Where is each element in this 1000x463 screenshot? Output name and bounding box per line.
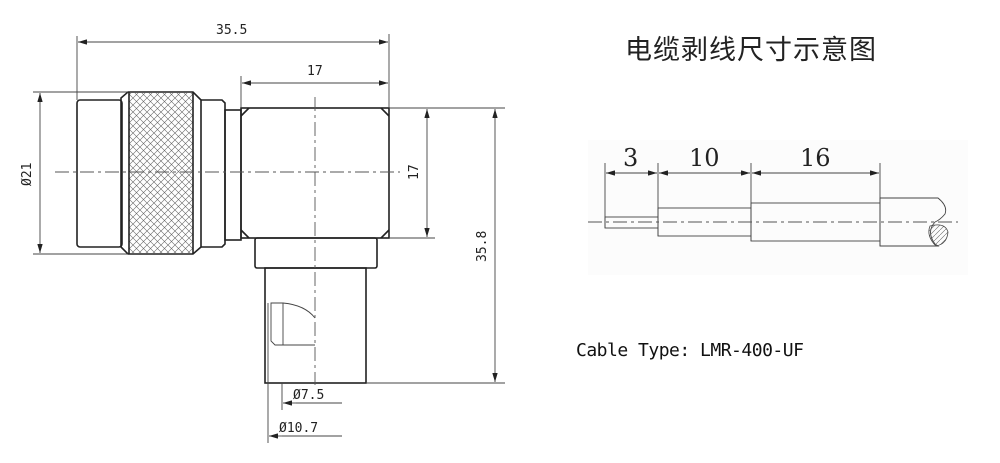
strip-dim-braid: 16 — [800, 144, 831, 172]
dim-body-height: 17 — [407, 164, 422, 180]
dim-inner-diameter: Ø7.5 — [293, 388, 324, 403]
knurled-coupling-nut — [129, 93, 193, 253]
strip-dim-dielectric: 10 — [689, 144, 720, 172]
dim-overall-height: 35.8 — [475, 231, 490, 262]
dim-coupling-diameter: Ø21 — [20, 163, 35, 186]
strip-dim-conductor: 3 — [623, 144, 638, 172]
cable-strip-diagram: 3 10 16 — [588, 140, 968, 275]
dim-overall-length: 35.5 — [216, 23, 247, 38]
connector-side-view — [55, 91, 400, 385]
cable-type-label: Cable Type: LMR-400-UF — [576, 340, 804, 361]
page-title: 电缆剥线尺寸示意图 — [625, 35, 877, 66]
dim-body-width: 17 — [307, 64, 323, 79]
dim-outer-diameter: Ø10.7 — [279, 421, 318, 436]
connector-dimensions: 35.5 17 Ø21 17 35.8 Ø7.5 Ø10.7 — [20, 23, 505, 443]
